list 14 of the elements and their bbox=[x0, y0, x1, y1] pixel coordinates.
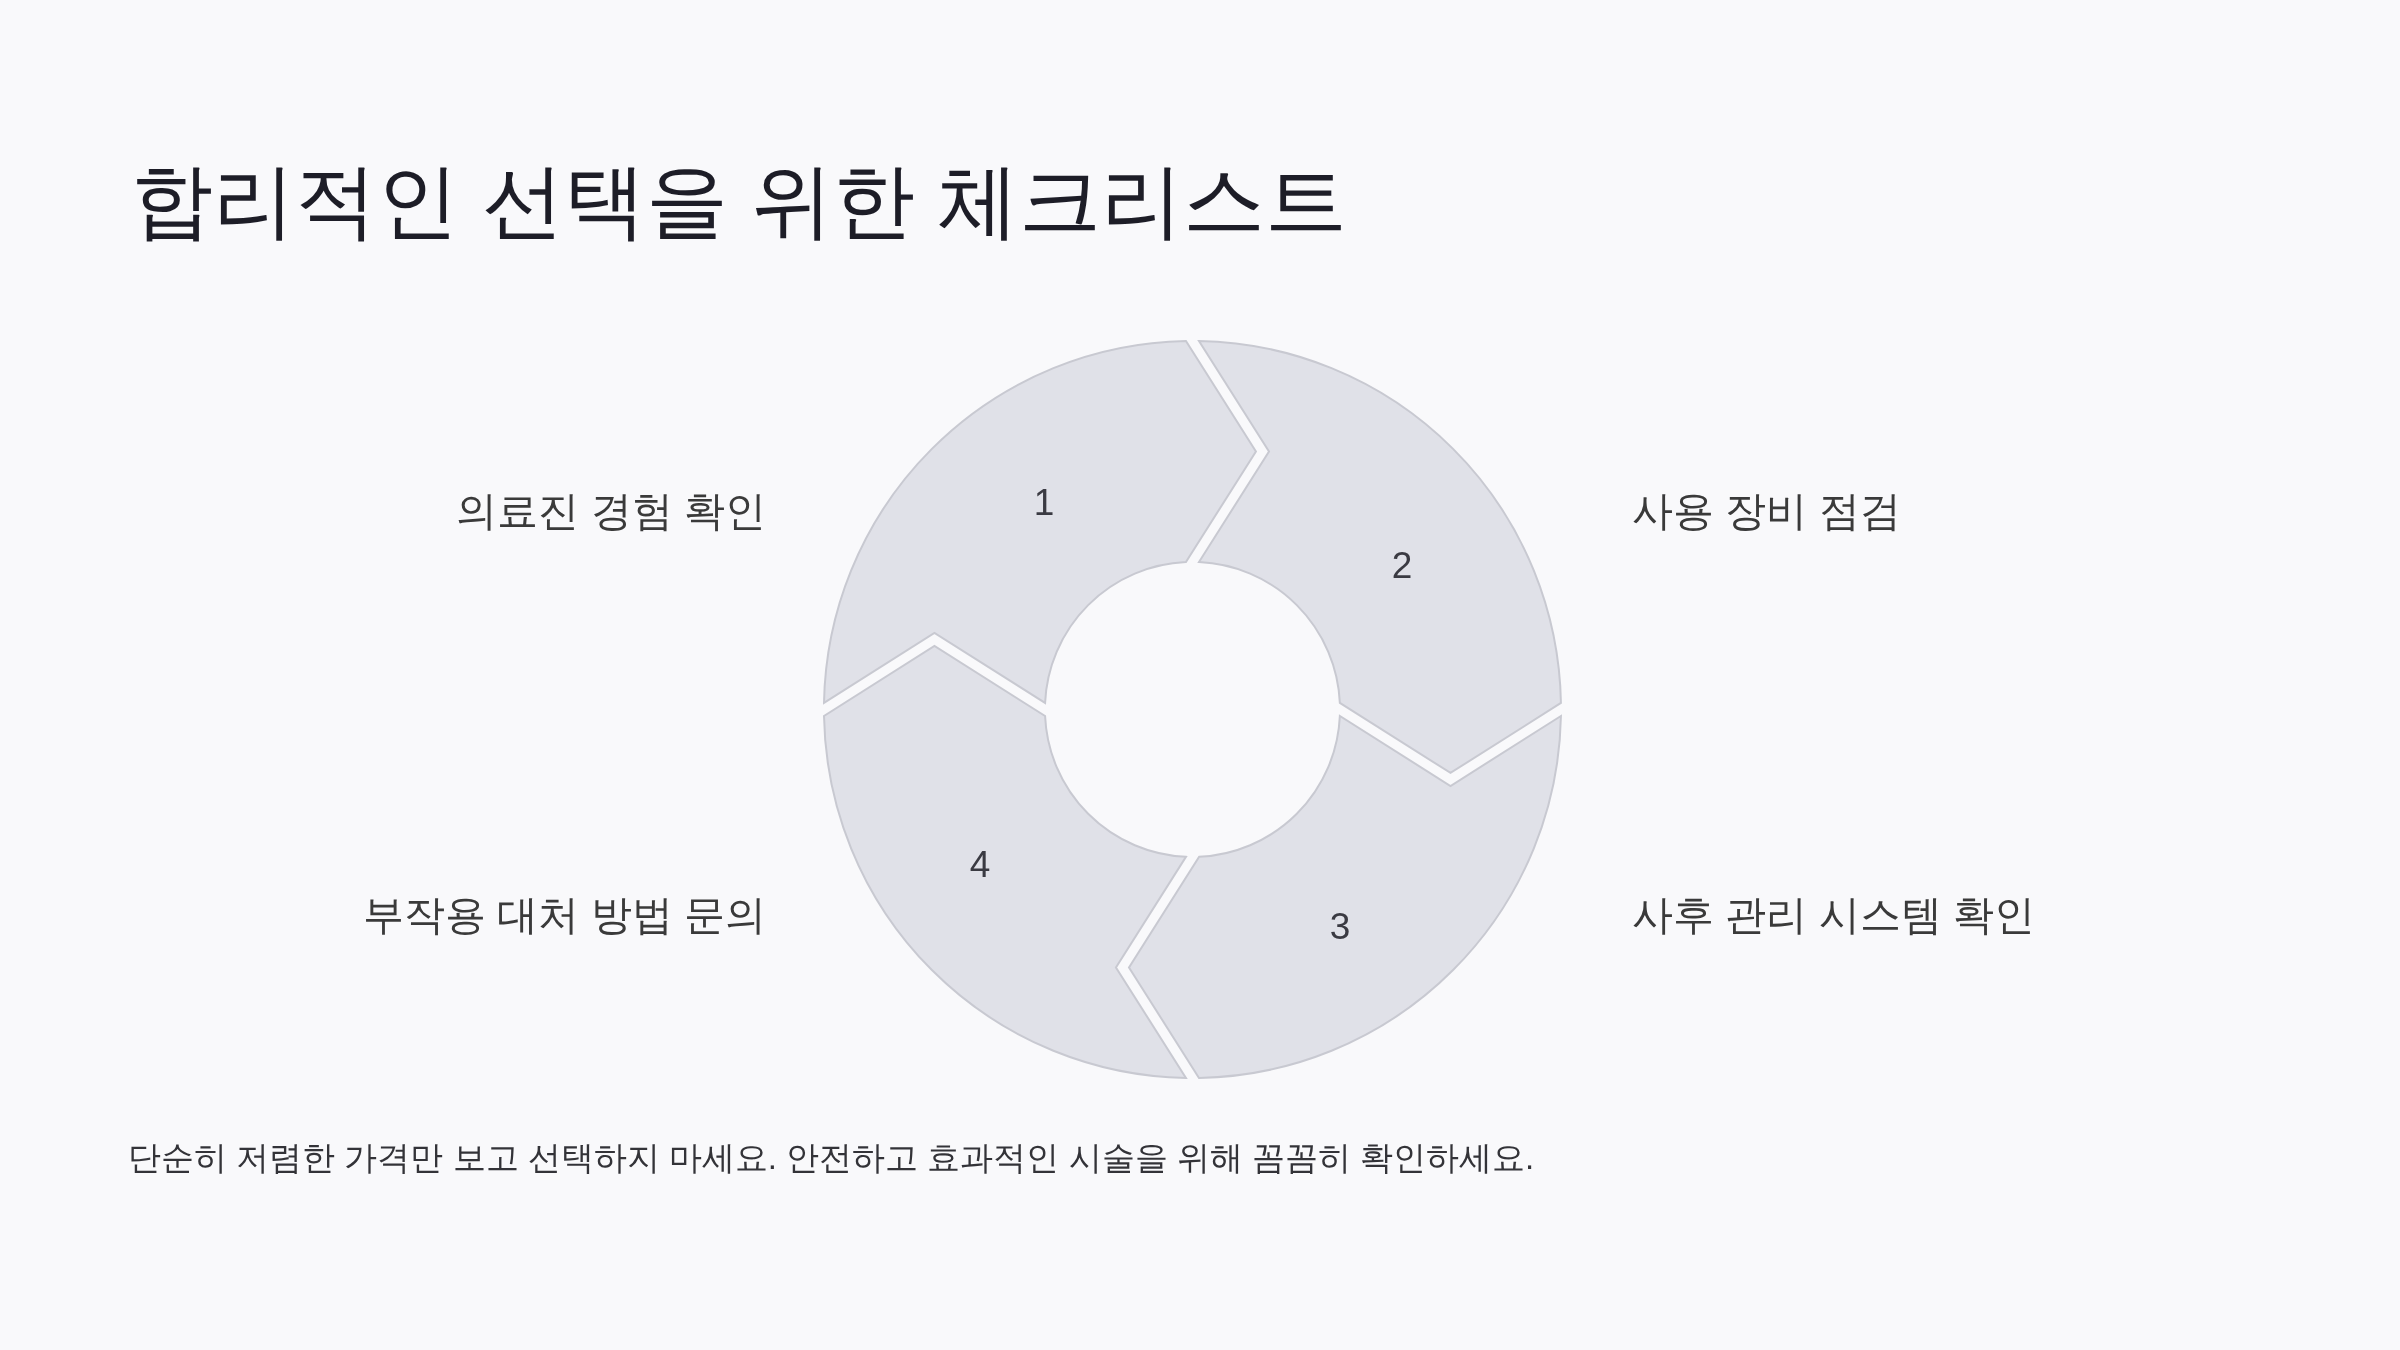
step-number: 2 bbox=[1391, 546, 1413, 584]
step-label: 사용 장비 점검 bbox=[1632, 491, 1901, 532]
arrow-segment bbox=[821, 339, 1258, 705]
arrow-segment bbox=[1196, 339, 1563, 775]
step-label: 의료진 경험 확인 bbox=[456, 491, 766, 532]
step-number: 4 bbox=[969, 845, 991, 883]
step-number: 3 bbox=[1329, 907, 1351, 945]
caption: 단순히 저렴한 가격만 보고 선택하지 마세요. 안전하고 효과적인 시술을 위해 꼼꼼히 확인하세요. bbox=[128, 1141, 1535, 1174]
arrow-segment bbox=[1126, 714, 1563, 1080]
step-number: 1 bbox=[1033, 483, 1055, 521]
step-label: 사후 관리 시스템 확인 bbox=[1632, 895, 2036, 936]
title: 합리적인 선택을 위한 체크리스트 bbox=[131, 160, 1348, 242]
step-label: 부작용 대처 방법 문의 bbox=[362, 895, 766, 936]
arrow-segment bbox=[821, 644, 1188, 1080]
